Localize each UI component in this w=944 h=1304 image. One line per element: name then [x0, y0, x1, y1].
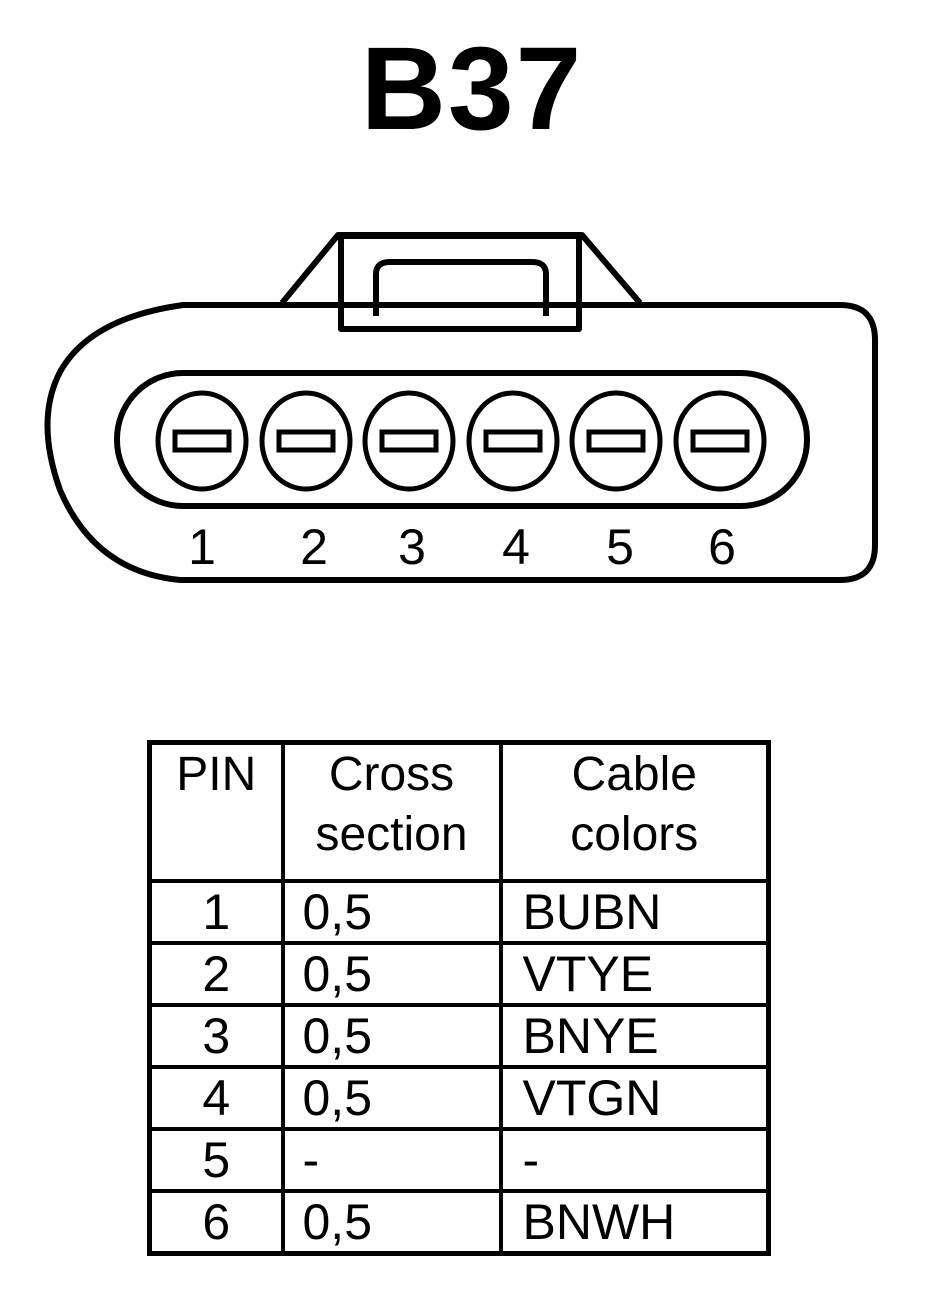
cross-section-cell: 0,5: [280, 1003, 503, 1069]
latch-window: [373, 259, 549, 316]
connector-title: B37: [360, 23, 584, 155]
table-row: 5 - -: [147, 1127, 771, 1193]
pin-cavity: [155, 390, 249, 492]
latch-frame: [338, 233, 582, 332]
header-cable-colors: Cable colors: [498, 740, 771, 883]
pin-cell: 6: [147, 1189, 285, 1256]
pin-cavity: [466, 390, 560, 492]
pin-chamber: [114, 370, 810, 509]
pin-table: PIN Cross section Cable colors 1 0,5 BUB…: [147, 740, 771, 1256]
pin-number-label: 2: [300, 519, 328, 575]
table-row: 6 0,5 BNWH: [147, 1189, 771, 1256]
pin-number-label: 3: [398, 519, 426, 575]
pin-contact: [586, 429, 646, 453]
pin-number-label: 4: [502, 519, 530, 575]
cable-color-cell: BNWH: [498, 1189, 771, 1256]
connector-diagram: 1 2 3 4 5 6: [44, 232, 878, 583]
pin-label-group: 1 2 3 4 5 6: [188, 519, 736, 575]
pin-contact: [690, 429, 750, 453]
pin-cavity: [673, 390, 767, 492]
pin-number-label: 6: [708, 519, 736, 575]
cable-color-cell: VTGN: [498, 1065, 771, 1131]
latch-ramp: [279, 232, 643, 305]
cable-color-cell: BNYE: [498, 1003, 771, 1069]
table-header-row: PIN Cross section Cable colors: [147, 740, 771, 883]
pin-cell: 5: [147, 1127, 285, 1193]
table-row: 2 0,5 VTYE: [147, 941, 771, 1007]
pin-cell: 1: [147, 879, 285, 945]
table-row: 3 0,5 BNYE: [147, 1003, 771, 1069]
pin-group: [155, 390, 767, 492]
pin-cavity: [569, 390, 663, 492]
pin-cavity: [259, 390, 353, 492]
cross-section-cell: -: [280, 1127, 503, 1193]
cable-color-cell: -: [498, 1127, 771, 1193]
cable-color-cell: BUBN: [498, 879, 771, 945]
pin-cavity: [362, 390, 456, 492]
pin-contact: [379, 429, 439, 453]
table-row: 1 0,5 BUBN: [147, 879, 771, 945]
pin-number-label: 1: [188, 519, 216, 575]
pin-contact: [276, 429, 336, 453]
cable-color-cell: VTYE: [498, 941, 771, 1007]
table-row: 4 0,5 VTGN: [147, 1065, 771, 1131]
cross-section-cell: 0,5: [280, 879, 503, 945]
pin-contact: [172, 429, 232, 453]
pin-contact: [483, 429, 543, 453]
header-pin: PIN: [147, 740, 285, 883]
cross-section-cell: 0,5: [280, 1189, 503, 1256]
pin-cell: 2: [147, 941, 285, 1007]
cross-section-cell: 0,5: [280, 1065, 503, 1131]
connector-housing: [44, 302, 878, 583]
pin-cell: 3: [147, 1003, 285, 1069]
pin-number-label: 5: [606, 519, 634, 575]
header-cross-section: Cross section: [280, 740, 503, 883]
pin-cell: 4: [147, 1065, 285, 1131]
cross-section-cell: 0,5: [280, 941, 503, 1007]
